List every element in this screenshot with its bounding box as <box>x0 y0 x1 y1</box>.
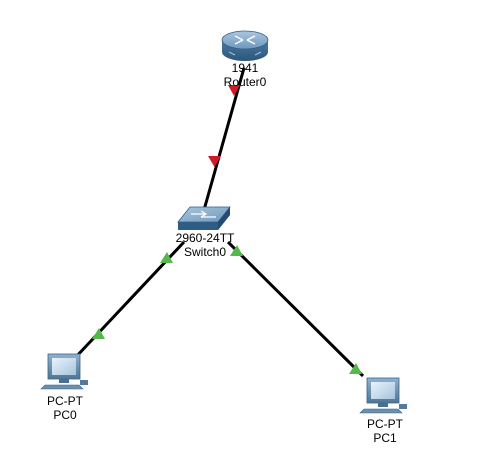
switch-icon[interactable] <box>177 206 231 230</box>
cable-router0-switch0[interactable] <box>202 67 246 211</box>
device-label-switch0: 2960-24TT Switch0 <box>176 231 235 259</box>
link-status-switch0-uplink-down-icon <box>208 156 221 167</box>
device-name: PC0 <box>53 408 77 422</box>
device-name: Router0 <box>223 75 267 89</box>
device-model: 2960-24TT <box>175 231 235 245</box>
device-label-router0: 1941 Router0 <box>224 61 267 89</box>
router-icon[interactable] <box>221 30 269 61</box>
device-model: PC-PT <box>47 394 83 408</box>
device-label-pc1: PC-PT PC1 <box>367 417 403 445</box>
pc-icon[interactable] <box>359 377 407 414</box>
device-name: PC1 <box>373 431 397 445</box>
link-status-pc1-up-icon <box>349 363 362 374</box>
pc-icon[interactable] <box>40 353 88 390</box>
link-status-switch0-pc1-up-icon <box>230 245 243 256</box>
cable-switch0-pc1[interactable] <box>226 240 365 378</box>
link-status-switch0-pc0-up-icon <box>160 252 173 263</box>
link-status-pc0-up-icon <box>92 328 105 339</box>
device-model: PC-PT <box>367 417 403 431</box>
device-label-pc0: PC-PT PC0 <box>47 394 83 422</box>
device-model: 1941 <box>231 61 259 75</box>
link-status-router0-down-icon <box>228 85 240 96</box>
device-name: Switch0 <box>183 245 227 259</box>
